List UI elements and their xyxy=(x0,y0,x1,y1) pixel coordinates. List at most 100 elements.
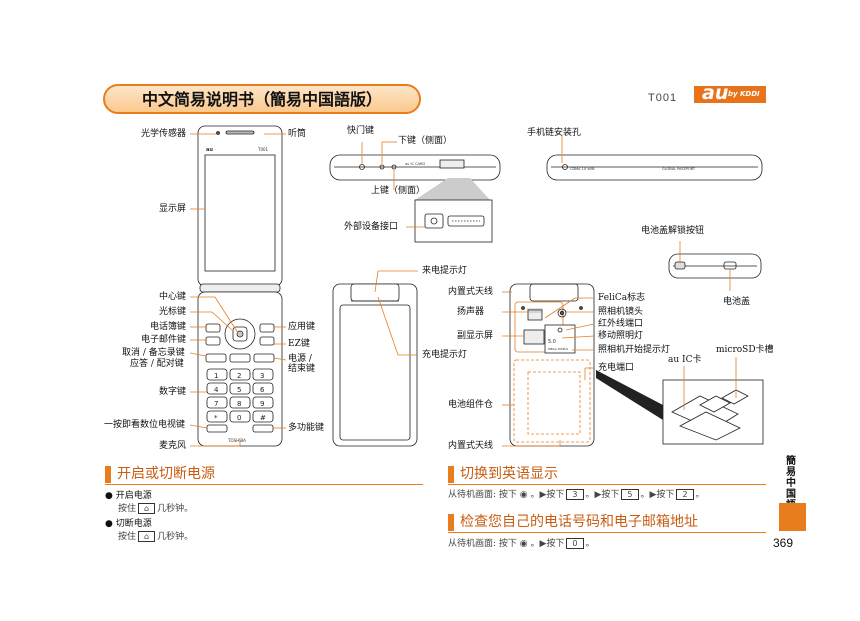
power-key-icon: ⌂ xyxy=(138,531,156,542)
svg-text:8: 8 xyxy=(237,400,241,408)
logo-main: au xyxy=(702,82,729,104)
label-camera-lens: 照相机镜头 xyxy=(598,307,644,317)
svg-text:7: 7 xyxy=(214,400,218,408)
label-incoming-light: 来电提示灯 xyxy=(422,266,468,276)
logo-sub: by KDDI xyxy=(728,90,760,98)
page-number: 369 xyxy=(773,536,794,550)
label-microphone: 麦克风 xyxy=(159,441,187,451)
svg-text:CDMA 1X WIN: CDMA 1X WIN xyxy=(570,167,595,171)
section-divider xyxy=(448,532,766,533)
text-from-standby: 从待机画面: 按下 xyxy=(448,539,517,549)
label-battery-release: 电池盖解锁按钮 xyxy=(641,226,705,236)
section-marker xyxy=(105,466,111,483)
label-sub-display: 副显示屏 xyxy=(457,331,494,341)
label-antenna-bottom: 内置式天线 xyxy=(448,441,494,451)
phone-closed-front xyxy=(332,283,418,447)
page-title: 中文简易说明书（簡易中国語版） xyxy=(141,90,382,109)
label-mobile-light: 移动照明灯 xyxy=(598,331,644,341)
section-divider xyxy=(105,484,423,485)
label-app-key: 应用键 xyxy=(288,322,316,332)
label-down-key: 下键（侧面） xyxy=(398,136,453,146)
section-english-title: 切换到英语显示 xyxy=(460,466,558,482)
label-cancel-key-1: 取消 / 备忘录键 xyxy=(122,348,185,358)
phone-back-edge: CDMA 1X WIN GLOBAL PASSPORT xyxy=(546,154,763,181)
svg-text:5: 5 xyxy=(237,386,241,394)
power-off-item: ● 切断电源 xyxy=(105,519,152,529)
number-keypad xyxy=(206,368,274,423)
label-power-key-1: 电源 / xyxy=(288,354,312,364)
label-external-port: 外部设备接口 xyxy=(344,222,399,232)
key-3-icon: 3 xyxy=(566,489,584,500)
center-key-icon: ◉ xyxy=(516,490,531,500)
label-ir-port: 红外线端口 xyxy=(598,319,644,329)
power-key-icon: ⌂ xyxy=(138,503,156,514)
svg-text:TOSHIBA: TOSHIBA xyxy=(227,438,246,443)
svg-text:2: 2 xyxy=(237,372,241,380)
svg-text:au: au xyxy=(206,147,213,153)
key-2-icon: 2 xyxy=(676,489,694,500)
section-marker xyxy=(448,466,454,483)
label-ez-key: EZ键 xyxy=(288,339,310,349)
svg-text:9: 9 xyxy=(260,400,264,408)
label-power-key-2: 结束键 xyxy=(288,364,316,374)
label-earpiece: 听筒 xyxy=(288,129,307,139)
phone-side-view: au IC CARD xyxy=(329,154,501,243)
label-battery-compartment: 电池组件仓 xyxy=(448,400,494,410)
section-myinfo-title: 检查您自己的电话号码和电子邮箱地址 xyxy=(460,514,698,530)
label-charge-light: 充电提示灯 xyxy=(422,350,468,360)
label-phonebook-key: 电话簿键 xyxy=(150,322,187,332)
power-on-label: 开启电源 xyxy=(115,491,152,501)
svg-text:MEGA PIXELS: MEGA PIXELS xyxy=(548,347,568,351)
svg-text:*: * xyxy=(214,414,218,422)
tab-marker xyxy=(779,503,806,531)
key-0-icon: 0 xyxy=(566,538,584,549)
svg-text:5.0: 5.0 xyxy=(548,339,556,345)
power-off-label: 切断电源 xyxy=(115,519,152,529)
label-antenna-top: 内置式天线 xyxy=(448,287,494,297)
power-off-instruction: 按住⌂几秒钟。 xyxy=(118,531,193,543)
text-seconds: 几秒钟。 xyxy=(157,504,194,514)
power-on-item: ● 开启电源 xyxy=(105,491,152,501)
battery-cover-view xyxy=(668,253,762,279)
section-myinfo: 检查您自己的电话号码和电子邮箱地址 xyxy=(448,514,766,533)
label-number-keys: 数字键 xyxy=(159,387,187,397)
text-end: 。 xyxy=(695,490,705,500)
model-number: T001 xyxy=(648,92,678,104)
power-on-instruction: 按住⌂几秒钟。 xyxy=(118,503,193,515)
label-light-sensor: 光学传感器 xyxy=(141,129,187,139)
text-then-press: 。▶按下 xyxy=(530,490,565,500)
label-up-key: 上键（侧面） xyxy=(371,186,426,196)
section-power: 开启或切断电源 xyxy=(105,466,423,485)
leader-lines xyxy=(189,133,737,447)
label-au-ic-card: au IC卡 xyxy=(668,355,702,365)
text-then-press: 。▶按下 xyxy=(530,539,565,549)
label-cancel-key-2: 应答 / 配对键 xyxy=(130,359,184,369)
label-battery-cover: 电池盖 xyxy=(723,297,751,307)
card-slot-detail xyxy=(596,370,764,445)
label-camera-light: 照相机开始提示灯 xyxy=(598,345,671,355)
svg-text:au IC CARD: au IC CARD xyxy=(405,162,425,166)
text-press-hold: 按住 xyxy=(118,532,137,542)
label-charge-port: 充电端口 xyxy=(598,363,635,373)
phone-back: 5.0 MEGA PIXELS xyxy=(509,283,595,447)
svg-text:3: 3 xyxy=(260,372,264,380)
svg-text:0: 0 xyxy=(237,414,241,422)
text-then-press: 。▶按下 xyxy=(585,490,620,500)
text-end: 。 xyxy=(585,539,595,549)
label-speaker: 扬声器 xyxy=(457,307,485,317)
svg-text:6: 6 xyxy=(260,386,265,394)
au-logo: au by KDDI xyxy=(694,82,766,104)
svg-text:T001: T001 xyxy=(257,147,269,152)
label-center-key: 中心键 xyxy=(159,292,187,302)
svg-text:#: # xyxy=(260,414,266,422)
section-marker xyxy=(448,514,454,531)
svg-text:4: 4 xyxy=(214,386,219,394)
text-from-standby: 从待机画面: 按下 xyxy=(448,490,517,500)
label-cursor-key: 光标键 xyxy=(159,307,187,317)
text-seconds: 几秒钟。 xyxy=(157,532,194,542)
label-display: 显示屏 xyxy=(159,204,187,214)
label-strap-hole: 手机链安装孔 xyxy=(527,128,582,138)
label-microsd-slot: microSD卡槽 xyxy=(716,345,774,355)
